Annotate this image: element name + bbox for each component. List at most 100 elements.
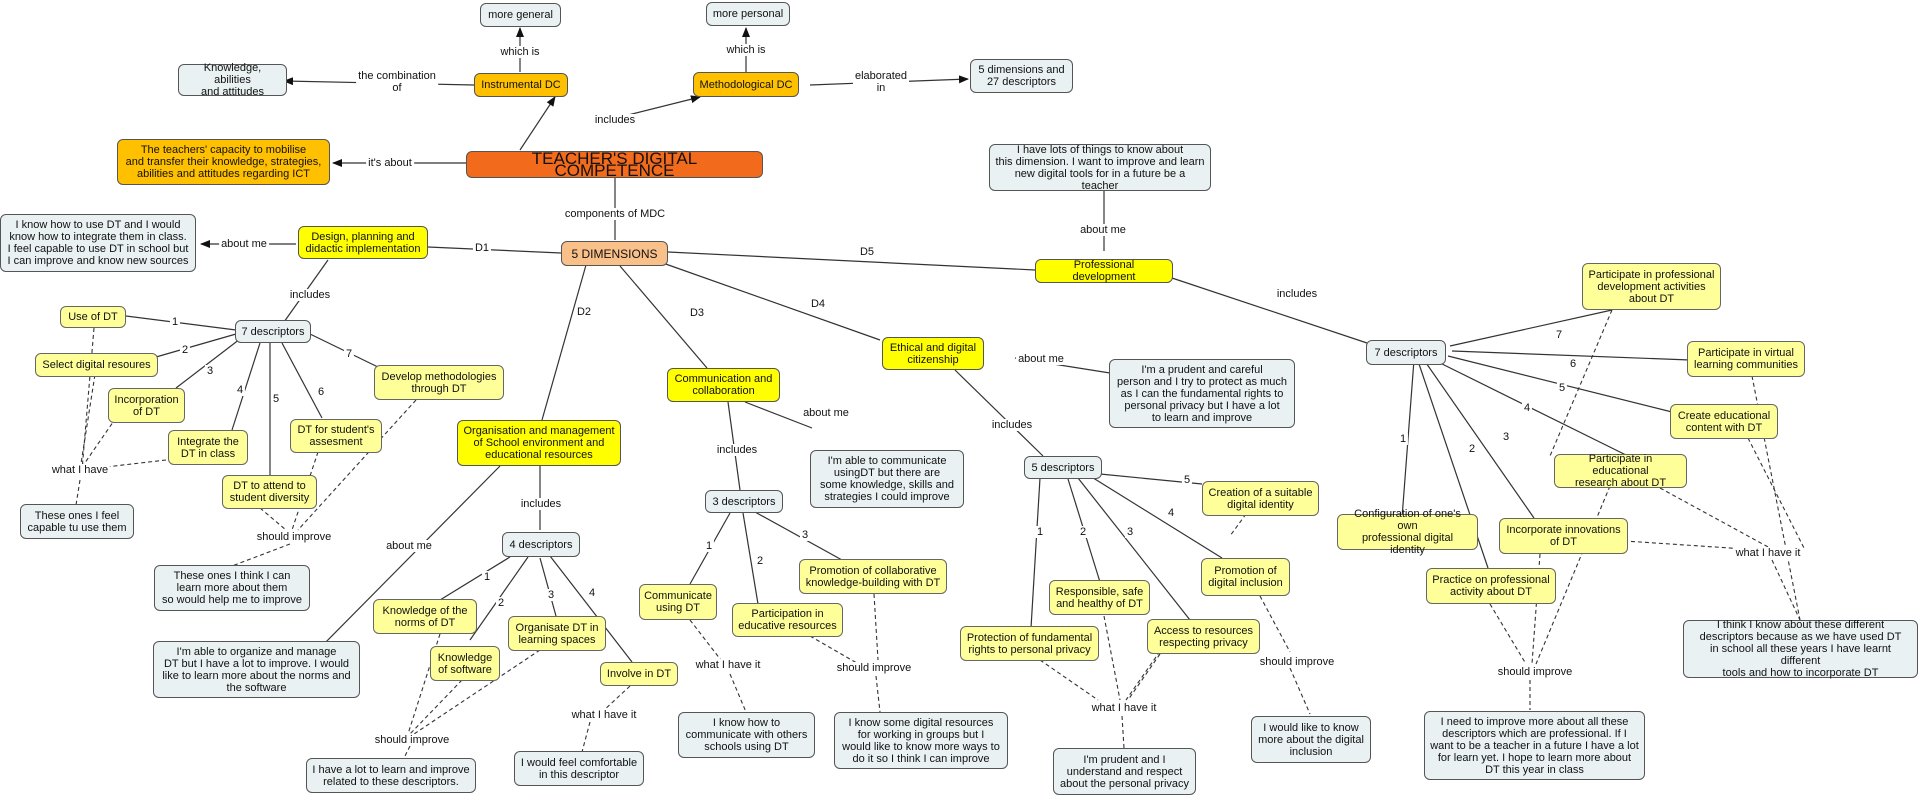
responsible-safe-node[interactable]: Responsible, safe and healthy of DT	[1049, 580, 1150, 615]
professional-about-me-node[interactable]: I have lots of things to know about this…	[989, 144, 1211, 192]
d3-improve-node[interactable]: I know some digital resources for workin…	[834, 712, 1008, 769]
link-label: 4	[234, 384, 246, 396]
link-label: 3	[204, 365, 216, 377]
d5-seven-descriptors-node[interactable]: 7 descriptors	[1366, 340, 1446, 365]
d2-four-descriptors-node[interactable]: 4 descriptors	[502, 532, 580, 557]
ethical-about-me-node[interactable]: I'm a prudent and careful person and I t…	[1109, 359, 1295, 428]
d4-prudent-node[interactable]: I'm prudent and I understand and respect…	[1053, 748, 1196, 795]
d1-improve-node[interactable]: These ones I think I can learn more abou…	[154, 565, 310, 611]
link-label: includes	[592, 114, 638, 126]
link-label: about me	[801, 407, 851, 419]
teachers-capacity-node[interactable]: The teachers' capacity to mobilise and t…	[117, 139, 330, 185]
d2-learn-improve-node[interactable]: I have a lot to learn and improve relate…	[306, 758, 476, 793]
link-label: it's about	[366, 157, 414, 169]
knowledge-abilities-node[interactable]: Knowledge, abilities and attitudes	[178, 62, 287, 98]
more-general-node[interactable]: more general	[480, 3, 561, 27]
design-planning-node[interactable]: Design, planning and didactic implementa…	[298, 226, 428, 259]
link-label: D5	[857, 246, 877, 258]
link-label: D2	[574, 306, 594, 318]
five-dimensions-27-descriptors-node[interactable]: 5 dimensions and 27 descriptors	[970, 59, 1073, 93]
link-label: about me	[219, 238, 269, 250]
link-label: what I have it	[1733, 547, 1803, 559]
design-about-me-node[interactable]: I know how to use DT and I would know ho…	[0, 214, 196, 272]
virtual-communities-node[interactable]: Participate in virtual learning communit…	[1687, 341, 1805, 377]
communication-collaboration-node[interactable]: Communication and collaboration	[667, 368, 780, 402]
link-label: should improve	[254, 531, 334, 543]
root-node[interactable]: TEACHER'S DIGITAL COMPETENCE	[466, 150, 763, 179]
link-label: includes	[989, 419, 1035, 431]
promotion-collaborative-node[interactable]: Promotion of collaborative knowledge-bui…	[799, 559, 947, 594]
link-label: should improve	[1495, 666, 1575, 678]
instrumental-dc-node[interactable]: Instrumental DC	[474, 73, 568, 97]
promotion-inclusion-node[interactable]: Promotion of digital inclusion	[1201, 558, 1290, 596]
link-label: what I have	[49, 464, 111, 476]
link-label: 4	[1521, 402, 1533, 414]
d1-seven-descriptors-node[interactable]: 7 descriptors	[235, 320, 311, 343]
link-label: 2	[754, 555, 766, 567]
link-label: includes	[714, 444, 760, 456]
professional-development-node[interactable]: Professional development	[1035, 259, 1173, 283]
link-label: includes	[518, 498, 564, 510]
methodological-dc-node[interactable]: Methodological DC	[693, 72, 799, 97]
link-label: 2	[495, 597, 507, 609]
link-label: 7	[343, 348, 355, 360]
ethical-citizenship-node[interactable]: Ethical and digital citizenship	[882, 337, 984, 370]
link-label: includes	[1274, 288, 1320, 300]
access-resources-node[interactable]: Access to resources respecting privacy	[1147, 619, 1260, 654]
organise-learning-spaces-node[interactable]: Organisate DT in learning spaces	[508, 616, 606, 651]
create-content-node[interactable]: Create educational content with DT	[1670, 404, 1778, 439]
d1-capable-node[interactable]: These ones I feel capable tu use them	[20, 504, 134, 539]
link-label: 5	[1556, 382, 1568, 394]
professional-activities-node[interactable]: Participate in professional development …	[1582, 263, 1721, 310]
link-label: 1	[703, 540, 715, 552]
more-personal-node[interactable]: more personal	[706, 2, 790, 26]
organisation-management-node[interactable]: Organisation and management of School en…	[457, 420, 621, 466]
develop-methodologies-node[interactable]: Develop methodologies through DT	[374, 365, 504, 400]
link-label: components of MDC	[562, 208, 668, 220]
incorporate-innovations-node[interactable]: Incorporate innovations of DT	[1499, 518, 1628, 554]
dt-assessment-node[interactable]: DT for student's assesment	[290, 419, 382, 453]
link-label: 4	[586, 587, 598, 599]
link-label: 6	[1567, 358, 1579, 370]
communicate-using-dt-node[interactable]: Communicate using DT	[639, 584, 717, 620]
d3-three-descriptors-node[interactable]: 3 descriptors	[705, 490, 783, 513]
d5-know-node[interactable]: I think I know about these different des…	[1683, 619, 1918, 679]
link-label: 1	[1034, 526, 1046, 538]
link-label: 5	[270, 393, 282, 405]
configuration-identity-node[interactable]: Configuration of one's own professional …	[1337, 508, 1478, 556]
link-label: 3	[1124, 526, 1136, 538]
d2-comfortable-node[interactable]: I would feel comfortable in this descrip…	[514, 751, 644, 786]
link-label: 1	[481, 571, 493, 583]
five-dimensions-node[interactable]: 5 DIMENSIONS	[561, 241, 668, 266]
attend-diversity-node[interactable]: DT to attend to student diversity	[222, 475, 317, 509]
link-label: which is	[724, 44, 768, 56]
involve-in-dt-node[interactable]: Involve in DT	[600, 662, 678, 686]
d4-improve-node[interactable]: I would like to know more about the digi…	[1251, 716, 1371, 763]
link-label: D3	[687, 307, 707, 319]
d3-know-communicate-node[interactable]: I know how to communicate with others sc…	[678, 712, 815, 758]
digital-identity-node[interactable]: Creation of a suitable digital identity	[1202, 481, 1319, 516]
link-label: what I have it	[569, 709, 639, 721]
communication-about-me-node[interactable]: I'm able to communicate usingDT but ther…	[810, 450, 964, 508]
practice-professional-node[interactable]: Practice on professional activity about …	[1426, 568, 1556, 604]
d5-improve-node[interactable]: I need to improve more about all these d…	[1424, 711, 1645, 780]
link-label: 7	[1553, 329, 1565, 341]
knowledge-software-node[interactable]: Knowledge of software	[430, 646, 500, 681]
knowledge-norms-node[interactable]: Knowledge of the norms of DT	[373, 599, 477, 634]
link-label: 2	[179, 344, 191, 356]
incorporation-dt-node[interactable]: Incorporation of DT	[108, 388, 185, 423]
link-label: D1	[472, 242, 492, 254]
educational-research-node[interactable]: Participate in educational research abou…	[1554, 453, 1687, 489]
protection-privacy-node[interactable]: Protection of fundamental rights to pers…	[960, 626, 1099, 661]
link-label: what I have it	[693, 659, 763, 671]
select-digital-resources-node[interactable]: Select digital resoures	[35, 353, 158, 377]
participation-resources-node[interactable]: Participation in educative resources	[732, 603, 843, 637]
d4-five-descriptors-node[interactable]: 5 descriptors	[1024, 456, 1102, 479]
link-label: includes	[287, 289, 333, 301]
link-label: about me	[1016, 353, 1066, 365]
integrate-dt-class-node[interactable]: Integrate the DT in class	[168, 430, 248, 465]
use-of-dt-node[interactable]: Use of DT	[60, 306, 126, 328]
organisation-about-me-node[interactable]: I'm able to organize and manage DT but I…	[153, 641, 360, 698]
